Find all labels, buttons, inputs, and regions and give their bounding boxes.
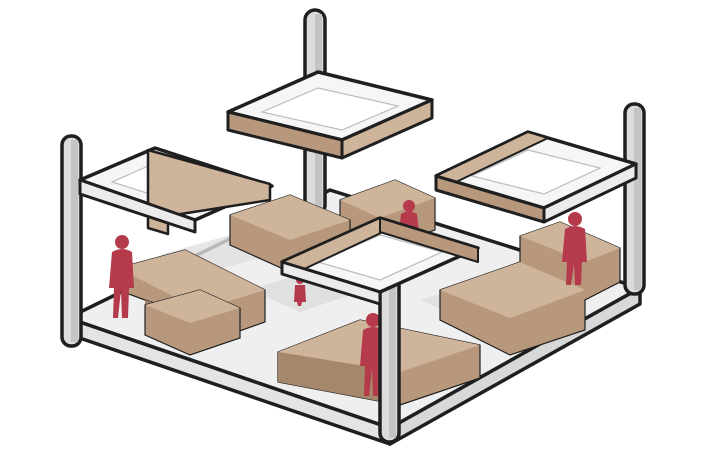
column-left (60, 134, 83, 348)
column-right (623, 102, 646, 296)
canopy-left (78, 146, 274, 236)
canopy-center (280, 216, 480, 306)
canopy-top (226, 70, 434, 160)
canopy-right (434, 130, 638, 224)
seat-block-left-front (144, 289, 241, 356)
person-right (562, 212, 587, 285)
person-left (109, 235, 134, 318)
